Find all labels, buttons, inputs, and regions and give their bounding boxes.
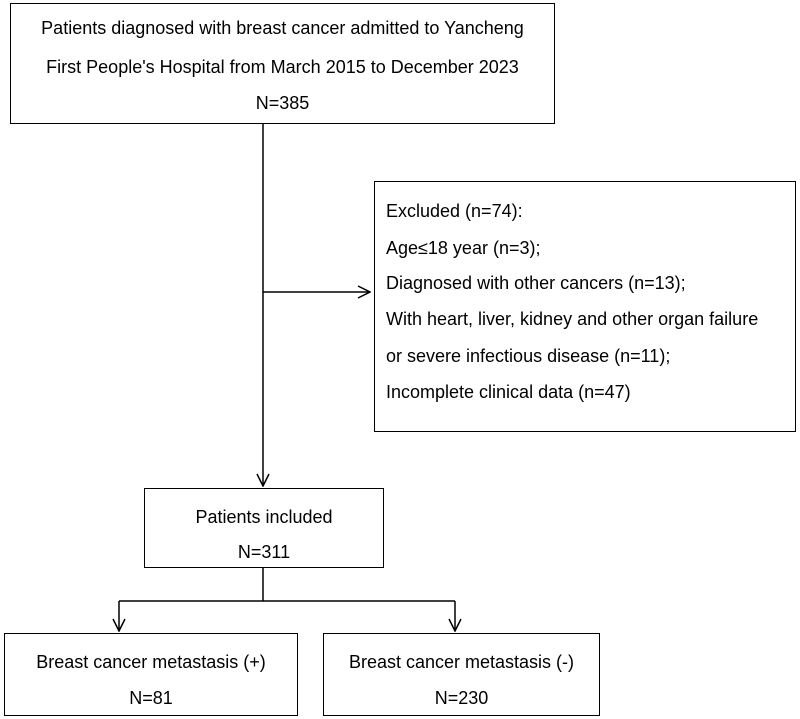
positive-label: Breast cancer metastasis (+) [36, 652, 266, 672]
included-count: N=311 [237, 542, 291, 562]
excluded-item: Diagnosed with other cancers (n=13); [386, 273, 686, 293]
excluded-item: Incomplete clinical data (n=47) [386, 382, 631, 402]
negative-label: Breast cancer metastasis (-) [348, 652, 575, 672]
excluded-box: Excluded (n=74): Age≤18 year (n=3); Diag… [374, 181, 796, 432]
positive-count: N=81 [129, 688, 173, 708]
excluded-item: With heart, liver, kidney and other orga… [386, 309, 759, 329]
included-box: Patients included N=311 [144, 488, 384, 568]
excluded-item: Age≤18 year (n=3); [386, 238, 541, 258]
excluded-item: or severe infectious disease (n=11); [386, 346, 671, 366]
top-box-count: N=385 [255, 93, 310, 113]
excluded-title: Excluded (n=74): [386, 201, 523, 221]
top-box-line2: First People's Hospital from March 2015 … [46, 57, 519, 77]
metastasis-negative-box: Breast cancer metastasis (-) N=230 [323, 633, 600, 716]
included-label: Patients included [195, 507, 333, 527]
metastasis-positive-box: Breast cancer metastasis (+) N=81 [4, 633, 298, 716]
negative-count: N=230 [434, 688, 489, 708]
top-box: Patients diagnosed with breast cancer ad… [10, 3, 555, 124]
top-box-line1: Patients diagnosed with breast cancer ad… [41, 18, 524, 38]
